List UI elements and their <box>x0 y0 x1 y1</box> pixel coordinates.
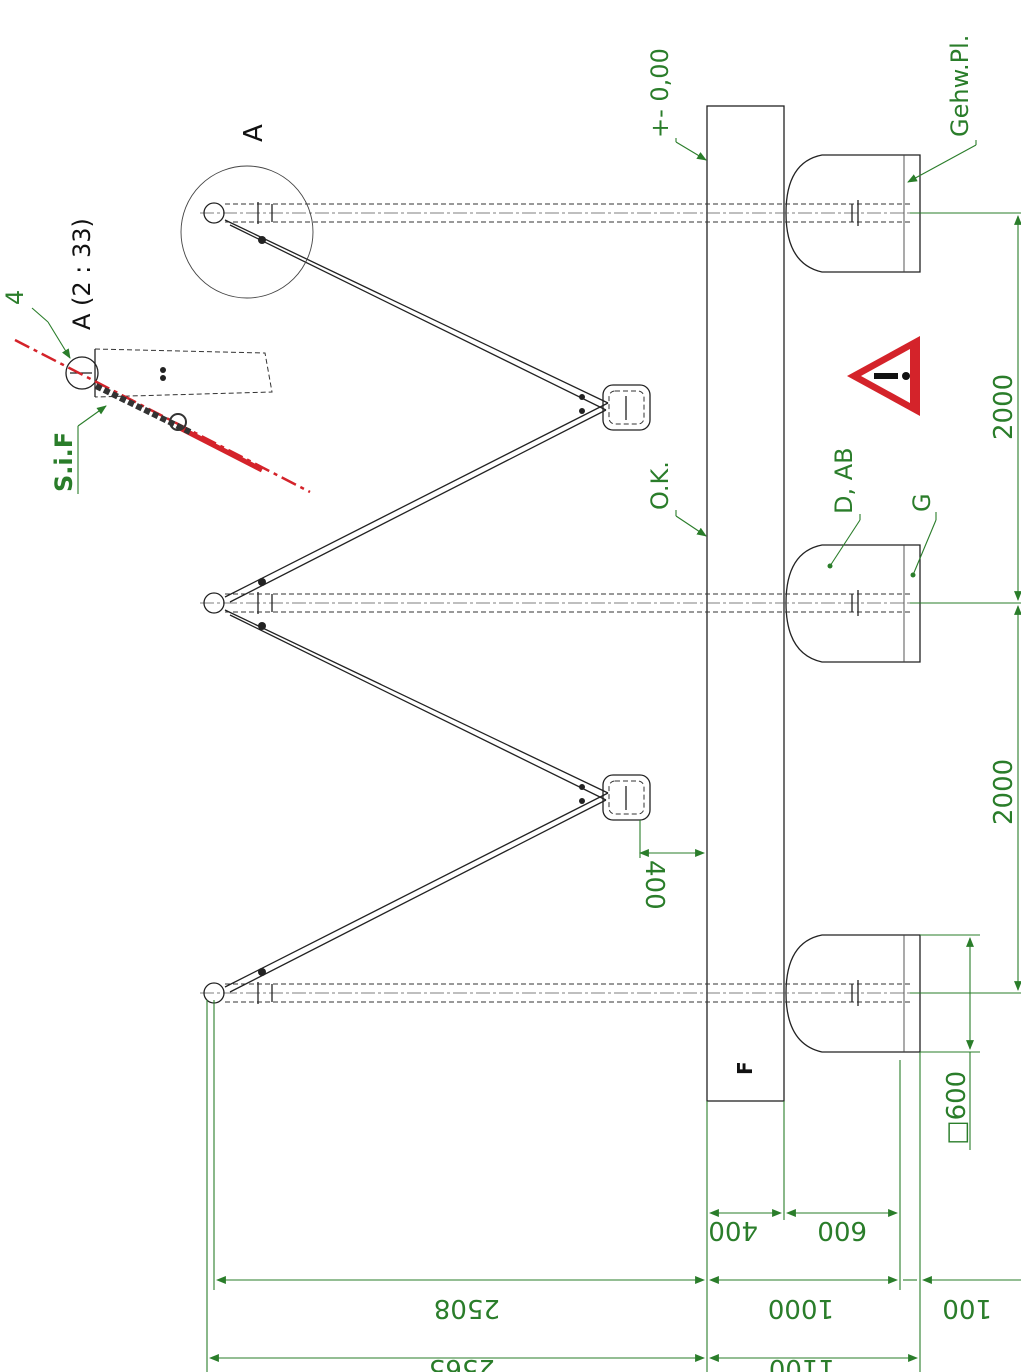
label-top-edge: O.K. <box>646 461 707 537</box>
dim-spacing-1: 2000 <box>989 374 1019 440</box>
svg-text:G: G <box>908 493 936 512</box>
foundation-block-3 <box>785 934 921 1053</box>
dimension-600-square: □600 <box>920 934 980 1150</box>
label-g: G <box>908 493 937 578</box>
ground-anchor-1 <box>602 384 651 431</box>
post-1 <box>200 200 1020 226</box>
dimension-bottom: 400 600 2508 1000 100 2565 1100 <box>206 1000 1021 1372</box>
dimension-spacing: 2000 2000 <box>910 212 1021 994</box>
label-d-ab: D, AB <box>827 447 861 569</box>
svg-text:D, AB: D, AB <box>830 447 858 514</box>
sif-label: S.i.F <box>50 432 78 492</box>
warning-triangle-icon <box>847 336 920 416</box>
post-2 <box>200 590 1020 616</box>
svg-text:600: 600 <box>817 1215 867 1245</box>
detail-circle-a <box>180 165 314 299</box>
detail-view-title: A (2 : 33) <box>68 218 96 330</box>
foundation-block-1 <box>785 154 921 273</box>
svg-text:2565: 2565 <box>429 1353 495 1372</box>
label-f: F <box>733 1061 757 1075</box>
svg-text:100: 100 <box>942 1293 992 1323</box>
svg-text:1100: 1100 <box>769 1353 835 1372</box>
rope-zigzag <box>224 219 609 993</box>
label-level: +- 0,00 <box>646 48 707 161</box>
svg-text:2508: 2508 <box>434 1293 500 1323</box>
dim-spacing-2: 2000 <box>989 759 1019 825</box>
item-number: 4 <box>1 290 29 305</box>
label-sidewalk: Gehw.Pl. <box>907 35 977 183</box>
svg-text:400: 400 <box>708 1215 758 1245</box>
ground-anchor-2 <box>602 774 651 821</box>
svg-text:Gehw.Pl.: Gehw.Pl. <box>946 35 974 137</box>
svg-text:400: 400 <box>639 860 669 910</box>
svg-text:O.K.: O.K. <box>646 461 674 510</box>
post-3 <box>200 980 1020 1006</box>
foundation-block-2 <box>785 544 921 663</box>
svg-text:+- 0,00: +- 0,00 <box>646 48 674 138</box>
beam-f <box>706 105 785 1102</box>
dimension-400-anchor: 400 <box>639 820 705 910</box>
svg-text:1000: 1000 <box>768 1293 834 1323</box>
svg-text:□600: □600 <box>942 1071 972 1145</box>
detail-view: A (2 : 33) 4 S.i.F <box>1 218 311 494</box>
detail-label: A <box>239 124 269 142</box>
